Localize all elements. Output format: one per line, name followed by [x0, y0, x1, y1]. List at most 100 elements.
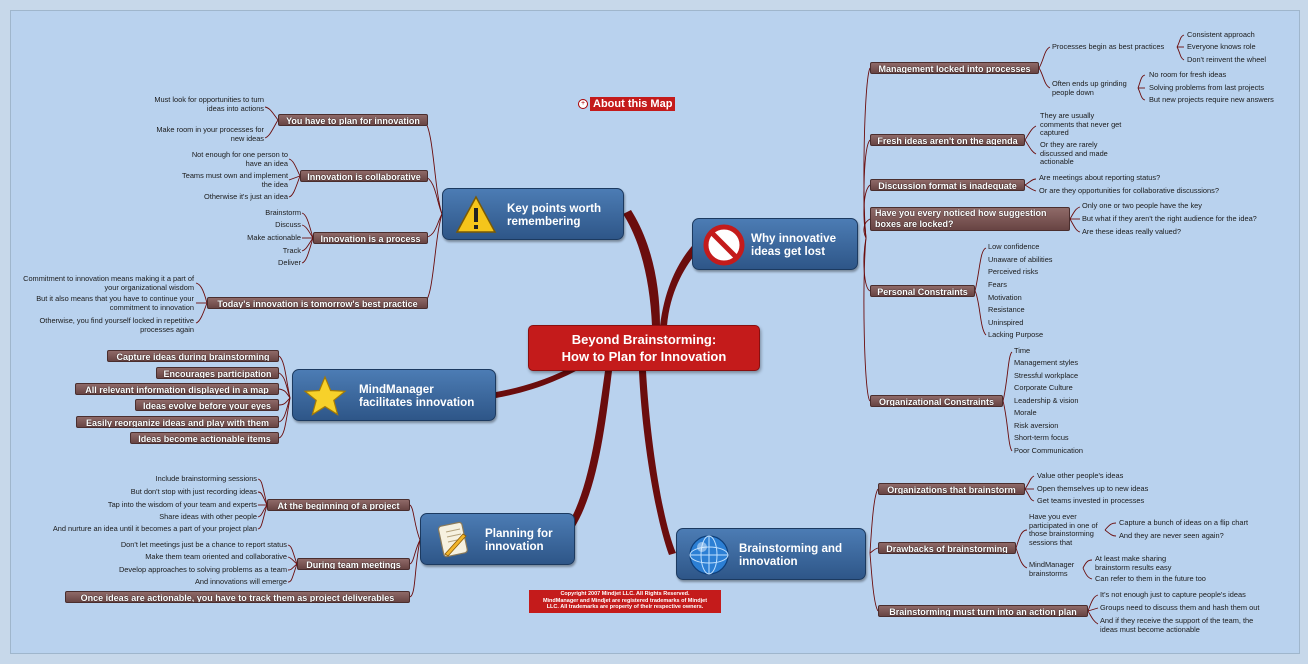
- main-topic-label: MindManager facilitates innovation: [359, 382, 475, 410]
- note: Capture a bunch of ideas on a flip chart: [1119, 518, 1249, 527]
- scroll-icon: [437, 521, 468, 558]
- about-label: About this Map: [590, 97, 676, 111]
- star-icon: [303, 375, 347, 416]
- about-this-map-link[interactable]: + About this Map: [578, 96, 676, 112]
- note: And they are never seen again?: [1119, 531, 1224, 540]
- sub-subtopic: Processes begin as best practices: [1052, 42, 1165, 51]
- sub-subtopic: MindManager brainstorms: [1029, 560, 1075, 578]
- warning-icon: [455, 195, 497, 233]
- note: Make them team oriented and collaborativ…: [145, 552, 287, 561]
- note: Management styles: [1014, 358, 1079, 367]
- note: Share ideas with other people: [159, 512, 257, 521]
- note: Deliver: [278, 258, 301, 267]
- note: Otherwise, you find yourself locked in r…: [39, 316, 194, 334]
- note: Solving problems from last projects: [1149, 83, 1265, 92]
- note: Fears: [988, 280, 1007, 289]
- subtopic-action-plan[interactable]: Brainstorming must turn into an action p…: [878, 605, 1088, 617]
- note: Teams must own and implement the idea: [182, 171, 288, 189]
- note: Or are they opportunities for collaborat…: [1039, 186, 1219, 195]
- note: And nurture an idea until it becomes a p…: [52, 524, 257, 533]
- subtopic-encourages-participation[interactable]: Encourages participation: [156, 367, 279, 379]
- note: Stressful workplace: [1014, 371, 1079, 380]
- note: Only one or two people have the key: [1082, 201, 1202, 210]
- note: But it also means that you have to conti…: [36, 294, 194, 312]
- note: Are these ideas really valued?: [1082, 227, 1182, 236]
- subtopic-todays-innovation[interactable]: Today's innovation is tomorrow's best pr…: [207, 297, 428, 309]
- note: It's not enough just to capture people's…: [1100, 590, 1246, 599]
- note: Unaware of abilities: [988, 255, 1053, 264]
- note: Time: [1014, 346, 1031, 355]
- note: Must look for opportunities to turn idea…: [154, 95, 264, 113]
- note: Include brainstorming sessions: [155, 474, 257, 483]
- note: At least make sharing brainstorm results…: [1095, 554, 1172, 572]
- note: Are meetings about reporting status?: [1039, 173, 1161, 182]
- main-topic-brainstorming[interactable]: Brainstorming and innovation: [676, 528, 866, 580]
- subtopic-innovation-process[interactable]: Innovation is a process: [313, 232, 428, 244]
- note: Uninspired: [988, 318, 1024, 327]
- note: Track: [282, 246, 301, 255]
- subtopic-discussion-format[interactable]: Discussion format is inadequate: [870, 179, 1025, 191]
- note: Commitment to innovation means making it…: [23, 274, 194, 292]
- note: Corporate Culture: [1014, 383, 1073, 392]
- main-topic-planning[interactable]: Planning for innovation: [420, 513, 575, 565]
- note: Poor Communication: [1014, 446, 1084, 455]
- note: Everyone knows role: [1187, 42, 1256, 51]
- subtopic-ideas-actionable[interactable]: Ideas become actionable items: [130, 432, 279, 444]
- sub-subtopic: Have you ever participated in one of tho…: [1029, 512, 1098, 547]
- note: Risk aversion: [1014, 421, 1059, 430]
- copyright-notice: Copyright 2007 Mindjet LLC. All Rights R…: [529, 590, 721, 613]
- central-topic[interactable]: Beyond Brainstorming: How to Plan for In…: [528, 325, 760, 371]
- note: Tap into the wisdom of your team and exp…: [107, 500, 257, 509]
- note: Consistent approach: [1187, 30, 1255, 39]
- subtopic-team-meetings[interactable]: During team meetings: [297, 558, 410, 570]
- note: Leadership & vision: [1014, 396, 1079, 405]
- note: Otherwise it's just an idea: [204, 192, 288, 201]
- note: Resistance: [988, 305, 1025, 314]
- note: Brainstorm: [265, 208, 301, 217]
- subtopic-track-deliverables[interactable]: Once ideas are actionable, you have to t…: [65, 591, 410, 603]
- note: Make room in your processes for new idea…: [156, 125, 264, 143]
- subtopic-ideas-evolve[interactable]: Ideas evolve before your eyes: [135, 399, 279, 411]
- note: Open themselves up to new ideas: [1037, 484, 1149, 493]
- subtopic-suggestion-boxes[interactable]: Have you every noticed how suggestion bo…: [870, 207, 1070, 231]
- note: And innovations will emerge: [194, 577, 287, 586]
- note: They are usually comments that never get…: [1040, 111, 1122, 138]
- subtopic-innovation-collaborative[interactable]: Innovation is collaborative: [300, 170, 428, 182]
- note: Discuss: [275, 220, 301, 229]
- subtopic-drawbacks[interactable]: Drawbacks of brainstorming: [878, 542, 1016, 554]
- subtopic-easily-reorganize[interactable]: Easily reorganize ideas and play with th…: [76, 416, 279, 428]
- note: But don't stop with just recording ideas: [130, 487, 257, 496]
- main-topic-why-lost[interactable]: Why innovative ideas get lost: [692, 218, 858, 270]
- note: But new projects require new answers: [1149, 95, 1274, 104]
- subtopic-plan-for-innovation[interactable]: You have to plan for innovation: [278, 114, 428, 126]
- note: Morale: [1014, 408, 1037, 417]
- note: Or they are rarely discussed and made ac…: [1040, 140, 1108, 167]
- note: But what if they aren't the right audien…: [1082, 214, 1257, 223]
- sub-subtopic: Often ends up grinding people down: [1052, 79, 1127, 97]
- main-topic-key-points[interactable]: Key points worth remembering: [442, 188, 624, 240]
- note: No room for fresh ideas: [1149, 70, 1227, 79]
- subtopic-beginning-of-project[interactable]: At the beginning of a project: [267, 499, 410, 511]
- subtopic-organizations-brainstorm[interactable]: Organizations that brainstorm: [878, 483, 1025, 495]
- main-topic-label: Key points worth remembering: [507, 201, 602, 229]
- note: And if they receive the support of the t…: [1100, 616, 1254, 634]
- note: Don't let meetings just be a chance to r…: [120, 540, 287, 549]
- subtopic-personal-constraints[interactable]: Personal Constraints: [870, 285, 975, 297]
- main-topic-mindmanager[interactable]: MindManager facilitates innovation: [292, 369, 496, 421]
- note: Can refer to them in the future too: [1095, 574, 1206, 583]
- note: Not enough for one person to have an ide…: [191, 150, 288, 168]
- subtopic-all-relevant-info[interactable]: All relevant information displayed in a …: [75, 383, 279, 395]
- subtopic-capture-ideas[interactable]: Capture ideas during brainstorming: [107, 350, 279, 362]
- main-topic-label: Planning for innovation: [485, 526, 553, 554]
- main-topic-label: Why innovative ideas get lost: [751, 231, 837, 259]
- note: Groups need to discuss them and hash the…: [1100, 603, 1260, 612]
- note: Low confidence: [988, 242, 1040, 251]
- subtopic-organizational-constraints[interactable]: Organizational Constraints: [870, 395, 1003, 407]
- note: Motivation: [988, 293, 1022, 302]
- subtopic-fresh-ideas[interactable]: Fresh ideas aren't on the agenda: [870, 134, 1025, 146]
- note: Make actionable: [247, 233, 301, 242]
- note: Value other people's ideas: [1037, 471, 1124, 480]
- subtopic-management-locked[interactable]: Management locked into processes: [870, 62, 1039, 74]
- note: Don't reinvent the wheel: [1187, 55, 1267, 64]
